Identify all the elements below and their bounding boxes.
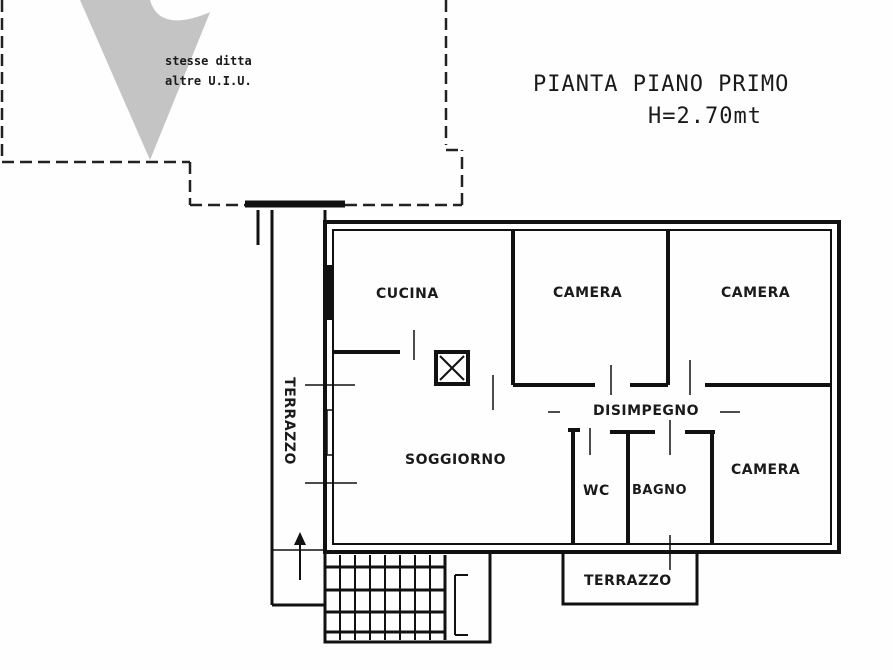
note-line-1: stesse ditta bbox=[165, 54, 252, 68]
walls bbox=[245, 200, 841, 644]
neighbour-unit-outline bbox=[0, 0, 464, 207]
plan-title: PIANTA PIANO PRIMO bbox=[533, 72, 790, 97]
room-label-disimpegno: DISIMPEGNO bbox=[593, 403, 699, 419]
room-label-cucina: CUCINA bbox=[376, 286, 439, 302]
room-label-camera-1: CAMERA bbox=[553, 285, 623, 301]
note-line-2: altre U.I.U. bbox=[165, 74, 252, 88]
ceiling-height: H=2.70mt bbox=[648, 104, 762, 129]
room-label-bagno: BAGNO bbox=[632, 483, 688, 498]
room-label-wc: WC bbox=[583, 483, 610, 499]
watermark-logo bbox=[80, 0, 215, 160]
room-label-terrazzo-bottom: TERRAZZO bbox=[584, 573, 672, 589]
room-label-soggiorno: SOGGIORNO bbox=[405, 452, 506, 468]
stair-treads bbox=[325, 555, 447, 640]
room-label-camera-2: CAMERA bbox=[721, 285, 791, 301]
room-label-camera-3: CAMERA bbox=[731, 462, 801, 478]
room-label-terrazzo-side: TERRAZZO bbox=[280, 377, 297, 465]
